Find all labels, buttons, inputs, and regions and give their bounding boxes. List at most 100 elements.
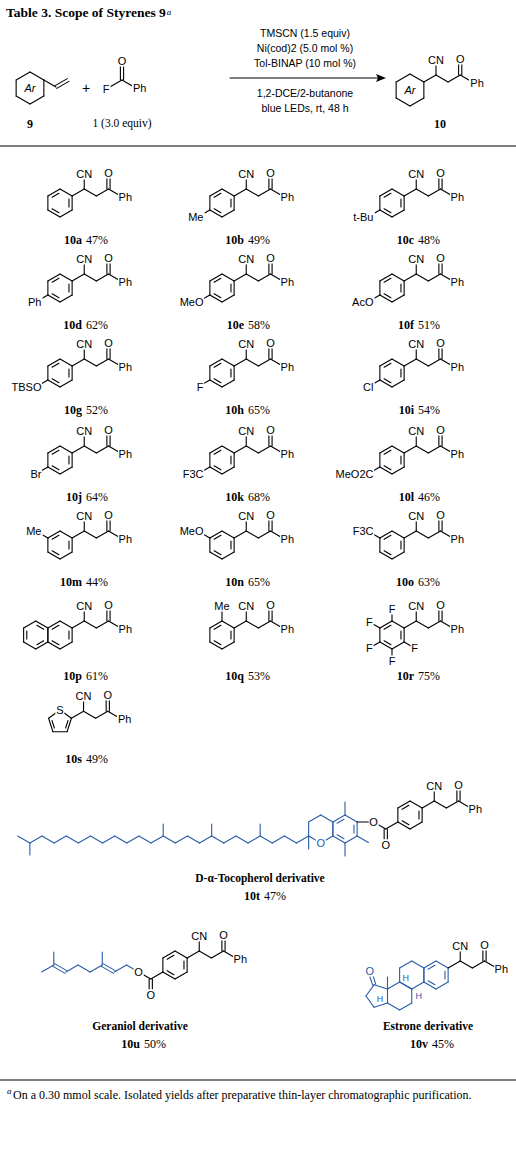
- bond: [416, 435, 417, 446]
- atom-label: CN: [75, 339, 93, 350]
- atom-label: O: [435, 600, 446, 611]
- aromatic-bond: [183, 961, 184, 969]
- atom-label: O: [102, 690, 113, 701]
- bond: [115, 836, 127, 843]
- bond: [410, 822, 422, 829]
- atom-label: H: [403, 974, 410, 983]
- bond: [209, 196, 210, 210]
- bond: [30, 96, 44, 104]
- bonds-group: [0, 64, 516, 1080]
- aromatic-bond: [214, 551, 221, 555]
- atom-label: Ph: [27, 297, 42, 308]
- bond: [234, 538, 235, 552]
- bond: [234, 281, 235, 295]
- aromatic-bond: [400, 199, 401, 207]
- bond: [163, 951, 175, 958]
- compound-number: 10s: [65, 753, 82, 765]
- compound-name: Estrone derivative: [383, 1021, 473, 1033]
- bond: [222, 531, 234, 538]
- bond: [90, 965, 102, 972]
- atom-label: O: [315, 838, 326, 849]
- atom-label: Ph: [280, 449, 295, 460]
- aromatic-bond: [52, 450, 59, 454]
- bond: [434, 801, 446, 808]
- bond: [260, 824, 261, 836]
- aromatic-bond: [402, 805, 409, 809]
- atom-label: Ar: [25, 83, 36, 94]
- atom-label: Cl: [362, 382, 374, 393]
- bond: [60, 274, 72, 281]
- yield: 62%: [86, 319, 108, 331]
- bond: [398, 801, 410, 808]
- double-bond: [106, 700, 107, 711]
- atom-label: Ph: [450, 449, 465, 460]
- atom-label: CN: [75, 254, 93, 265]
- aromatic-bond: [428, 965, 435, 969]
- compound-number: 10k: [225, 491, 244, 503]
- bond: [436, 982, 448, 989]
- bond: [416, 348, 417, 359]
- aromatic-bond: [52, 278, 59, 282]
- bond: [416, 359, 428, 366]
- bond: [392, 189, 404, 196]
- bond: [374, 985, 387, 989]
- bond: [404, 538, 405, 552]
- atom-label: MeO2C: [335, 469, 375, 480]
- double-bond: [225, 940, 226, 951]
- bond: [234, 453, 235, 467]
- bond: [199, 951, 211, 958]
- bond: [96, 621, 108, 628]
- bond: [422, 801, 434, 808]
- atom-label: F: [365, 617, 374, 628]
- atom-label: O: [435, 425, 446, 436]
- double-bond: [438, 520, 439, 531]
- bond: [60, 552, 72, 559]
- double-bond: [456, 790, 457, 801]
- bond: [234, 531, 246, 538]
- aromatic-bond: [230, 199, 231, 207]
- compound-number: 10a: [64, 234, 82, 246]
- atom-label: CN: [75, 511, 93, 522]
- bond: [48, 210, 60, 217]
- bond: [222, 467, 234, 474]
- double-bond: [110, 178, 111, 189]
- yield: 61%: [86, 670, 108, 682]
- atom-label: O: [218, 930, 229, 941]
- bond: [404, 453, 405, 467]
- double-bond: [272, 348, 273, 359]
- bond: [16, 72, 30, 80]
- bond: [424, 982, 436, 989]
- bond: [139, 836, 151, 843]
- bond: [48, 621, 60, 628]
- atom-label: O: [103, 425, 114, 436]
- bond: [380, 467, 392, 474]
- aromatic-bond: [444, 971, 445, 979]
- bond: [392, 359, 404, 366]
- atom-label: F: [102, 84, 111, 95]
- aromatic-bond: [384, 193, 391, 197]
- bond: [84, 711, 96, 718]
- bond: [16, 96, 30, 104]
- yield: 58%: [248, 319, 270, 331]
- atom-label: Ph: [450, 277, 465, 288]
- bond: [435, 64, 436, 75]
- bond: [392, 531, 404, 538]
- yield: 75%: [418, 670, 440, 682]
- bond: [211, 824, 212, 836]
- bond: [428, 189, 440, 196]
- double-bond: [101, 966, 113, 973]
- bond: [83, 700, 84, 711]
- compound-number: 10q: [225, 670, 244, 682]
- bond: [209, 366, 210, 380]
- atom-label: t-Bu: [352, 212, 374, 223]
- bond: [246, 178, 247, 189]
- yield: 68%: [248, 491, 270, 503]
- double-bond: [486, 950, 487, 961]
- bond: [396, 82, 397, 98]
- aromatic-bond: [52, 379, 59, 383]
- bond: [44, 80, 56, 87]
- bond: [428, 359, 440, 366]
- bond: [47, 453, 48, 467]
- atom-label: O: [265, 425, 276, 436]
- atom-label: Ph: [469, 78, 484, 89]
